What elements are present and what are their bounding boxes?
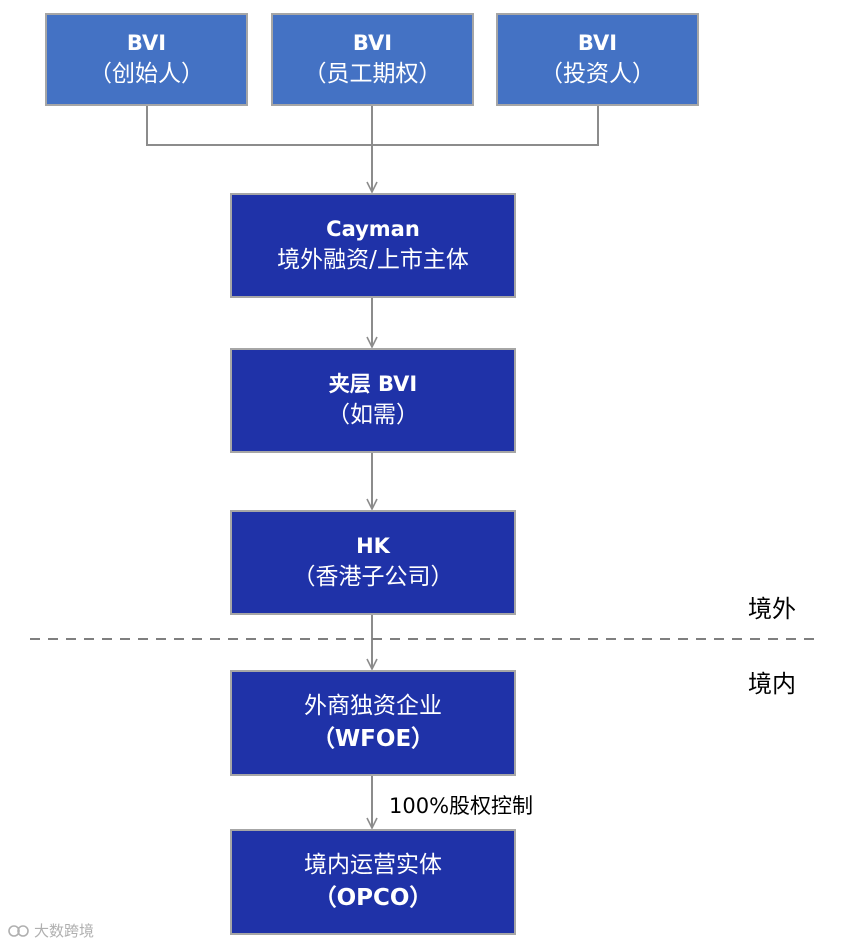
watermark-logo-icon xyxy=(8,924,29,937)
edge-label-equity-control: 100%股权控制 xyxy=(389,794,534,818)
node-hk-title: HK xyxy=(356,533,390,558)
node-opco-title: 境内运营实体 xyxy=(304,851,442,878)
node-opco-subtitle: （OPCO） xyxy=(313,885,433,911)
node-bvi-founder-subtitle: （创始人） xyxy=(89,61,204,88)
node-mid-bvi-subtitle: （如需） xyxy=(327,402,419,429)
node-opco: 境内运营实体 （OPCO） xyxy=(230,829,516,935)
node-bvi-investor-title: BVI xyxy=(577,30,618,55)
node-mid-bvi-title: 夹层 BVI xyxy=(328,371,418,396)
connector-investor-to-bus xyxy=(372,106,599,146)
node-bvi-esop-title: BVI xyxy=(352,30,393,55)
node-wfoe-title: 外商独资企业 xyxy=(304,692,442,719)
node-cayman-subtitle: 境外融资/上市主体 xyxy=(277,247,469,274)
watermark-text: 大数跨境 xyxy=(34,922,95,940)
connector-founder-to-bus xyxy=(146,106,372,146)
node-bvi-investor-subtitle: （投资人） xyxy=(540,61,655,88)
node-bvi-esop-subtitle: （员工期权） xyxy=(303,61,442,88)
zone-label-onshore: 境内 xyxy=(748,670,796,698)
node-hk-subtitle: （香港子公司） xyxy=(292,564,454,591)
node-wfoe-subtitle: （WFOE） xyxy=(311,726,435,752)
node-wfoe: 外商独资企业 （WFOE） xyxy=(230,670,516,776)
node-hk: HK （香港子公司） xyxy=(230,510,516,615)
node-cayman-title: Cayman xyxy=(326,216,420,241)
node-bvi-esop: BVI （员工期权） xyxy=(271,13,474,106)
node-bvi-founder-title: BVI xyxy=(126,30,167,55)
node-cayman: Cayman 境外融资/上市主体 xyxy=(230,193,516,298)
node-bvi-founder: BVI （创始人） xyxy=(45,13,248,106)
node-bvi-investor: BVI （投资人） xyxy=(496,13,699,106)
watermark: 大数跨境 xyxy=(8,920,94,941)
zone-label-offshore: 境外 xyxy=(748,595,796,623)
node-mid-bvi: 夹层 BVI （如需） xyxy=(230,348,516,453)
